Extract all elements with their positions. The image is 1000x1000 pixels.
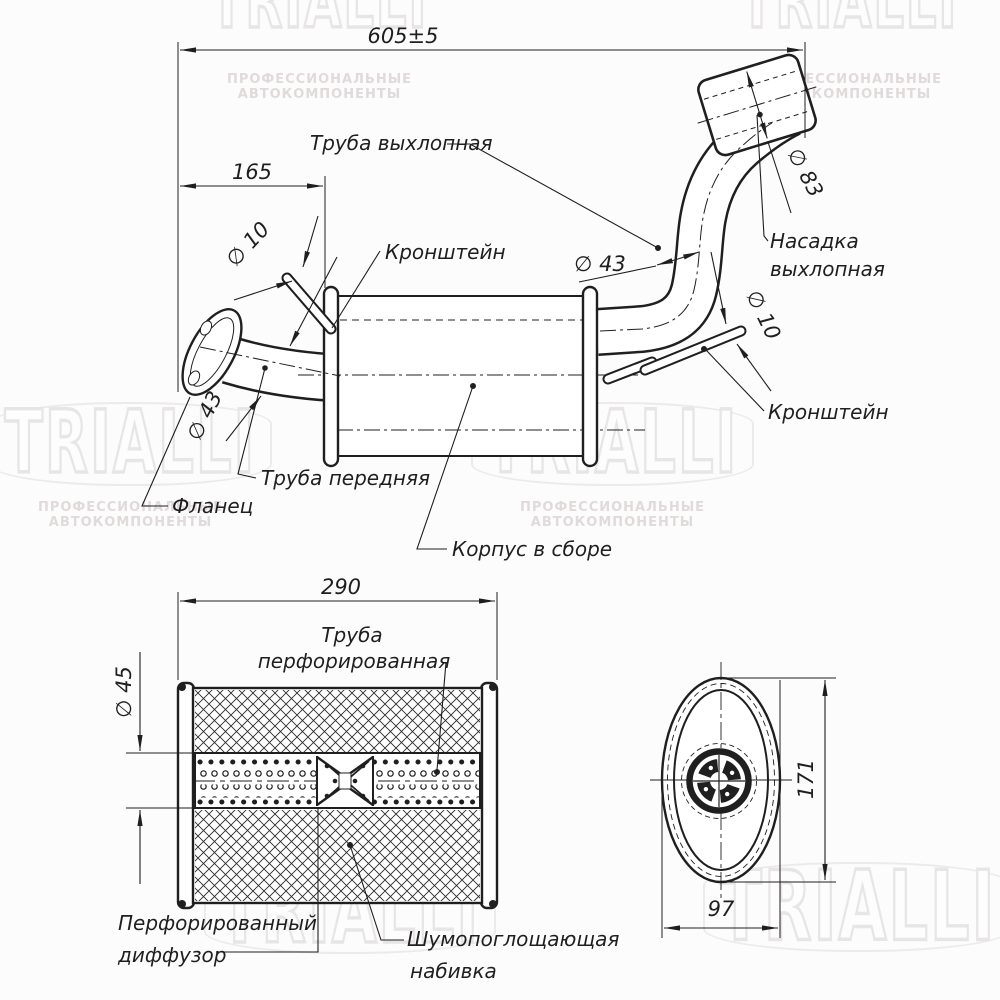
diffuser-section [316,755,374,807]
label-perforated-pipe: Труба перфорированная [258,623,451,775]
stuffing-hatch-top [195,690,480,752]
assembly-view: 605±5 165 ∅ 10 ∅ 43 [141,24,889,561]
end-view: 171 97 [650,662,836,938]
svg-text:290: 290 [321,575,361,599]
bracket-rod-left [281,272,337,335]
dim-exhaust-pipe-diameter: ∅ 43 [574,251,700,283]
section-view: 290 ∅ 45 Труба перфорированная Перфориро… [112,575,619,983]
flange-bolt-hole [199,320,213,336]
body-end-cap-left [322,285,340,468]
body-end-cap-right [581,285,599,468]
svg-text:∅ 45: ∅ 45 [112,666,136,718]
cap-corner [178,683,186,691]
label-exhaust-pipe: Труба выхлопная [310,131,661,251]
svg-text:Корпус в сборе: Корпус в сборе [452,537,612,561]
svg-text:Перфорированный: Перфорированный [118,911,317,935]
svg-text:диффузор: диффузор [117,943,226,967]
svg-text:∅ 10: ∅ 10 [221,217,274,271]
label-tip: Насадка выхлопная [756,114,885,281]
svg-text:Кронштейн: Кронштейн [385,240,506,264]
svg-text:∅ 43: ∅ 43 [182,387,227,444]
svg-text:∅ 83: ∅ 83 [782,144,827,201]
cap-corner [489,900,497,908]
label-flange: Фланец [141,396,253,518]
dim-inlet-offset: 165 [180,160,326,288]
exhaust-pipe-centerline [599,122,773,332]
dim-body-height: 171 [724,677,836,938]
svg-text:97: 97 [708,897,735,921]
svg-text:перфорированная: перфорированная [258,649,451,673]
section-cap-right [479,681,499,910]
label-front-pipe: Труба передняя [237,365,430,490]
svg-text:выхлопная: выхлопная [770,257,885,281]
bracket-rod-right [602,325,747,385]
muffler-body [336,295,584,457]
svg-text:605±5: 605±5 [367,24,438,48]
svg-text:набивка: набивка [410,959,497,983]
stuffing-hatch-bottom [195,810,480,901]
svg-text:Шумопоглощающая: Шумопоглощающая [407,927,619,951]
section-cap-left [176,681,196,910]
svg-text:Фланец: Фланец [172,494,253,518]
dim-bracket-left-diameter: ∅ 10 [221,215,319,301]
svg-text:171: 171 [794,759,818,799]
label-bracket-left: Кронштейн [331,240,506,329]
flange-bolt-hole [187,370,201,386]
svg-text:Кронштейн: Кронштейн [768,400,889,424]
dim-tip-diameter: ∅ 83 [767,141,828,214]
label-body-assembly: Корпус в сборе [416,383,612,561]
label-stuffing: Шумопоглощающая набивка [347,842,619,983]
cap-corner [178,900,186,908]
dim-overall-length: 605±5 [177,24,806,392]
exhaust-tip [697,53,819,157]
svg-text:Труба передняя: Труба передняя [261,466,430,490]
label-bracket-right: Кронштейн [701,346,889,424]
svg-text:165: 165 [232,160,272,184]
dim-perf-pipe-diameter: ∅ 45 [112,652,193,884]
svg-text:Насадка: Насадка [770,229,859,253]
front-pipe-centerline [199,346,341,377]
cap-corner [489,683,497,691]
svg-text:Труба выхлопная: Труба выхлопная [310,131,493,155]
svg-text:Труба: Труба [321,623,382,647]
diffuser-end-view [681,743,757,819]
dim-body-width: 97 [661,788,778,938]
dim-section-length: 290 [177,575,498,680]
svg-text:∅ 43: ∅ 43 [574,252,626,276]
svg-text:∅ 10: ∅ 10 [741,286,785,343]
